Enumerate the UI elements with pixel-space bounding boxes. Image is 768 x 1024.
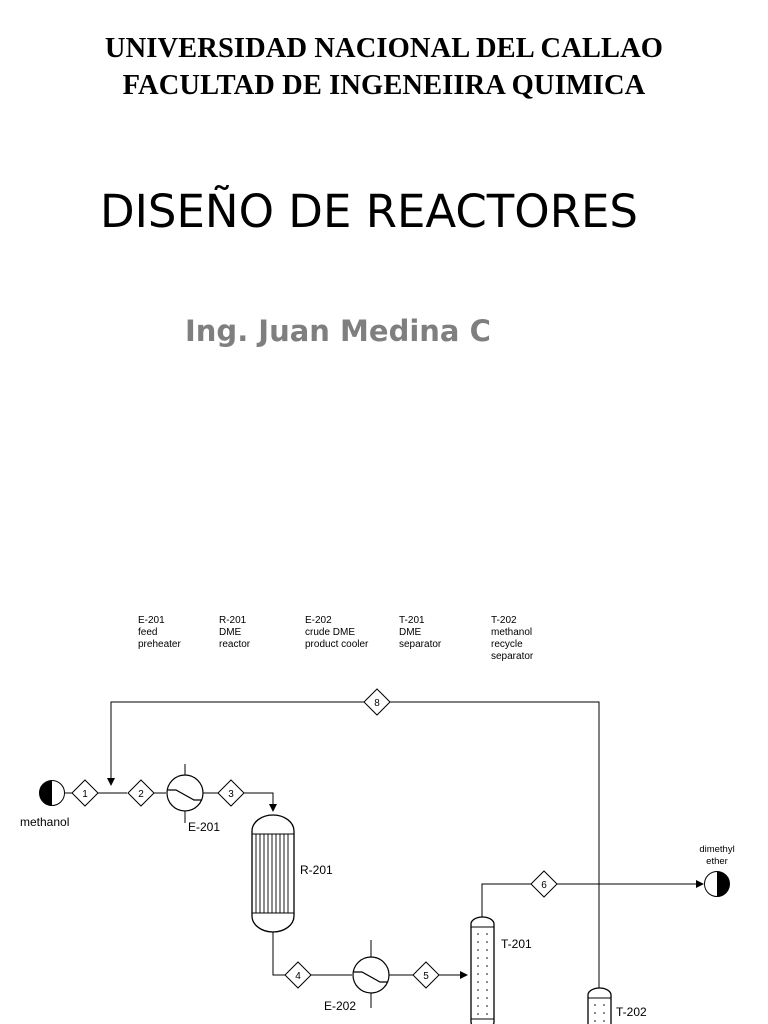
stream-3: 3 — [217, 779, 245, 807]
svg-text:product cooler: product cooler — [305, 639, 369, 650]
slide-title: DISEÑO DE REACTORES — [100, 185, 638, 238]
stream-8: 8 — [363, 688, 391, 716]
svg-text:8: 8 — [374, 698, 380, 709]
svg-text:DME: DME — [399, 627, 422, 638]
svg-text:methanol: methanol — [491, 627, 532, 638]
svg-text:E-202: E-202 — [305, 615, 332, 626]
svg-text:feed: feed — [138, 627, 157, 638]
stream-2: 2 — [127, 779, 155, 807]
svg-text:recycle: recycle — [491, 639, 523, 650]
legend-r201: R-201 DME reactor — [219, 615, 251, 650]
svg-text:dimethyl: dimethyl — [699, 844, 734, 855]
svg-text:separator: separator — [399, 639, 442, 650]
svg-text:E-201: E-201 — [138, 615, 165, 626]
legend-t201: T-201 DME separator — [399, 615, 442, 650]
legend-t202: T-202 methanol recycle separator — [491, 615, 534, 662]
stream-4: 4 — [284, 961, 312, 989]
svg-text:preheater: preheater — [138, 639, 181, 650]
legend-e201: E-201 feed preheater — [138, 615, 181, 650]
svg-text:T-201: T-201 — [399, 615, 425, 626]
e202-heat-exchanger: E-202 — [324, 940, 390, 1013]
t202-column: T-202 — [587, 987, 647, 1024]
feed-label: methanol — [20, 815, 69, 829]
r201-reactor: R-201 — [251, 814, 333, 933]
svg-text:crude DME: crude DME — [305, 627, 355, 638]
svg-text:reactor: reactor — [219, 639, 251, 650]
methanol-feed: methanol — [20, 780, 69, 829]
r201-label: R-201 — [300, 863, 333, 877]
process-lines — [65, 701, 704, 988]
dme-product: dimethyl ether — [699, 844, 735, 897]
e201-heat-exchanger: E-201 — [166, 764, 220, 834]
svg-text:5: 5 — [423, 971, 429, 982]
faculty-name: FACULTAD DE INGENEIIRA QUIMICA — [122, 70, 646, 101]
svg-text:T-202: T-202 — [491, 615, 517, 626]
t202-label: T-202 — [616, 1005, 647, 1019]
institution-header: UNIVERSIDAD NACIONAL DEL CALLAO FACULTAD… — [0, 30, 768, 104]
svg-text:3: 3 — [228, 789, 234, 800]
equipment-legend: E-201 feed preheater R-201 DME reactor E… — [138, 615, 534, 662]
stream-labels: 1 2 3 4 5 6 8 — [71, 688, 558, 989]
svg-text:R-201: R-201 — [219, 615, 247, 626]
svg-text:2: 2 — [138, 789, 144, 800]
stream-1: 1 — [71, 779, 99, 807]
svg-text:1: 1 — [82, 789, 88, 800]
presenter-name: Ing. Juan Medina C — [185, 314, 491, 348]
e202-label: E-202 — [324, 999, 356, 1013]
svg-text:ether: ether — [706, 856, 728, 867]
svg-text:separator: separator — [491, 651, 534, 662]
e201-label: E-201 — [188, 820, 220, 834]
stream-6: 6 — [530, 870, 558, 898]
stream-5: 5 — [412, 961, 440, 989]
t201-column: T-201 — [470, 916, 532, 1024]
svg-text:4: 4 — [295, 971, 301, 982]
svg-text:6: 6 — [541, 880, 547, 891]
university-name: UNIVERSIDAD NACIONAL DEL CALLAO — [104, 33, 664, 64]
t201-label: T-201 — [501, 937, 532, 951]
legend-e202: E-202 crude DME product cooler — [305, 615, 369, 650]
svg-text:DME: DME — [219, 627, 242, 638]
